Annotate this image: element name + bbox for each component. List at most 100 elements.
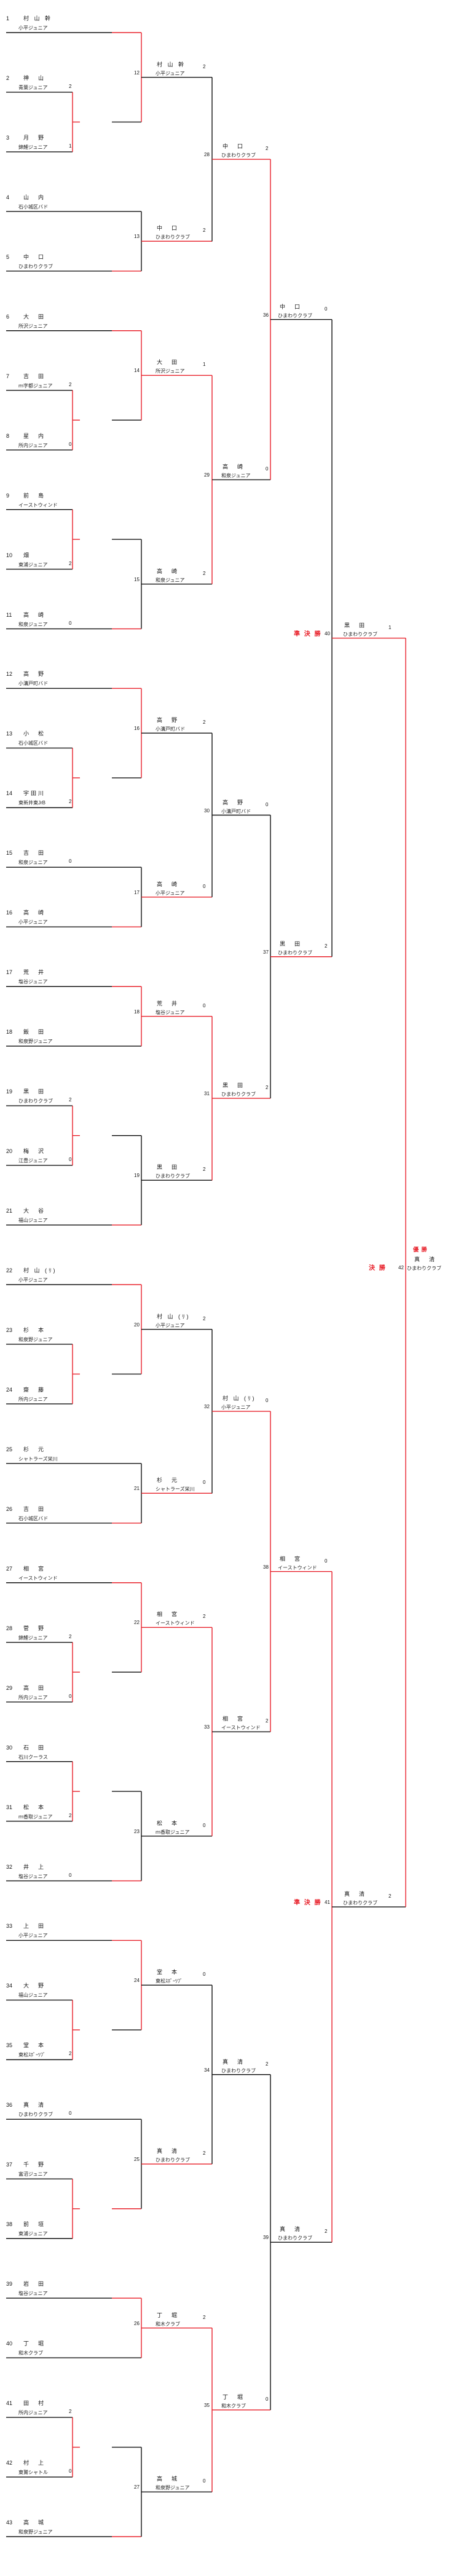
advancer-team: 小平ジュニア [156, 1322, 185, 1328]
player-name: 丁 堀 [23, 2340, 46, 2347]
player-name: 千 野 [23, 2162, 46, 2168]
match-number: 14 [134, 368, 140, 374]
player-seed: 41 [6, 2400, 13, 2407]
advancer-team: 所沢ジュニア [156, 368, 185, 375]
player-team: 小溝戸町バド [18, 681, 49, 687]
player-name: 堂 本 [23, 2042, 46, 2049]
player-name: 吉 田 [23, 850, 46, 857]
advancer-name: 黒 田 [223, 1082, 245, 1089]
advancer-name: 黒 田 [157, 1164, 179, 1171]
player-team: ひまわりクラブ [18, 263, 53, 269]
score: 0 [69, 1693, 72, 1699]
score: 0 [69, 2110, 72, 2117]
match-number: 24 [134, 1978, 140, 1984]
player-name: 大 田 [23, 313, 46, 320]
player-team: 所沢ジュニア [18, 323, 48, 329]
score: 2 [69, 1633, 72, 1639]
player-seed: 2 [6, 74, 10, 81]
player-seed: 40 [6, 2340, 13, 2347]
match-number: 33 [204, 1724, 210, 1730]
advancer-name: 高 崎 [157, 568, 179, 574]
match-number: 18 [134, 1009, 140, 1015]
player-name: 井 上 [23, 1863, 46, 1870]
score: 0 [69, 620, 72, 626]
semifinal-winner-name: 黒 田 [344, 622, 367, 628]
semifinal-winner-team: ひまわりクラブ [343, 1900, 377, 1906]
semifinal-winner-team: ひまわりクラブ [343, 631, 377, 637]
score: 2 [203, 1167, 206, 1173]
player-seed: 3 [6, 134, 10, 141]
player-team: 所内ジュニア [18, 2410, 48, 2416]
match-number: 38 [263, 1564, 269, 1570]
player-team: 錦鯉ジュニア [18, 144, 48, 150]
advancer-name: 村 山 幹 [157, 61, 186, 68]
player-team: ｍ香取ジュニア [18, 1813, 53, 1820]
advancer-team: 和泉ジュニア [156, 577, 185, 583]
player-team: 東鷲シャトル [18, 2470, 48, 2476]
player-team: 和泉野ジュニア [18, 1039, 53, 1045]
match-number: 27 [134, 2484, 140, 2491]
player-seed: 22 [6, 1267, 13, 1274]
player-name: 大 野 [23, 1983, 46, 1989]
advancer-name: 中 口 [280, 303, 302, 310]
player-name: 小 松 [23, 731, 46, 737]
advancer-name: 高 崎 [157, 881, 179, 887]
player-team: 和木クラブ [18, 2350, 43, 2356]
score: 2 [203, 2150, 206, 2157]
player-name: 梅 沢 [23, 1148, 46, 1155]
advancer-name: 真 清 [223, 2058, 245, 2065]
player-team: 塩谷ジュニア [18, 2291, 48, 2297]
match-number: 12 [134, 69, 140, 76]
player-seed: 28 [6, 1625, 13, 1631]
player-seed: 38 [6, 2221, 13, 2228]
champion-name: 真 清 [414, 1256, 437, 1263]
player-name: 星 内 [23, 432, 46, 439]
match-number: 20 [134, 1322, 140, 1328]
final-label: 決 勝 [369, 1265, 387, 1272]
score: 2 [266, 146, 269, 152]
player-seed: 42 [6, 2460, 13, 2467]
player-name: 黒 田 [23, 1088, 46, 1095]
player-team: 小平ジュニア [18, 919, 48, 925]
score: 0 [69, 1157, 72, 1163]
semifinal-label: 準 決 勝 [294, 1899, 322, 1906]
score: 0 [69, 858, 72, 865]
advancer-team: 小平ジュニア [221, 1405, 251, 1411]
match-number: 37 [263, 949, 269, 955]
player-name: 村 山 (ﾘ) [23, 1267, 57, 1274]
advancer-team: シャトラーズ栄川 [156, 1486, 195, 1492]
advancer-name: 高 城 [157, 2476, 179, 2483]
player-seed: 13 [6, 731, 13, 737]
match-number: 15 [134, 576, 140, 582]
match-number: 29 [204, 472, 210, 478]
player-name: 月 野 [23, 134, 46, 141]
semifinal-label: 準 決 勝 [294, 630, 322, 638]
player-seed: 30 [6, 1744, 13, 1751]
player-team: イーストウィンド [18, 502, 58, 508]
match-number: 23 [134, 1828, 140, 1834]
advancer-team: 塩谷ジュニア [156, 1009, 185, 1015]
advancer-name: 真 清 [157, 2148, 179, 2155]
player-seed: 24 [6, 1386, 13, 1393]
player-team: 小平ジュニア [18, 1277, 48, 1283]
match-number: 30 [204, 807, 210, 814]
advancer-team: ひまわりクラブ [156, 234, 190, 240]
player-team: 和泉ジュニア [18, 860, 48, 866]
advancer-team: ひまわりクラブ [221, 153, 256, 159]
advancer-team: 小平ジュニア [156, 70, 185, 76]
player-seed: 39 [6, 2281, 13, 2288]
player-team: ひまわりクラブ [18, 1098, 53, 1104]
advancer-name: 杉 元 [157, 1477, 179, 1484]
player-name: 吉 田 [23, 373, 46, 379]
player-name: 菅 野 [23, 1625, 46, 1631]
match-number: 28 [204, 152, 210, 158]
player-name: 杉 元 [23, 1446, 46, 1452]
score: 0 [266, 1398, 269, 1404]
advancer-team: イーストウィンド [278, 1564, 317, 1571]
score: 2 [266, 2061, 269, 2067]
champion-team: ひまわりクラブ [407, 1266, 441, 1272]
advancer-name: 相 宮 [223, 1716, 245, 1722]
score: 2 [203, 228, 206, 234]
player-team: 和泉野ジュニア [18, 2529, 53, 2535]
player-team: 所内ジュニア [18, 1396, 48, 1402]
